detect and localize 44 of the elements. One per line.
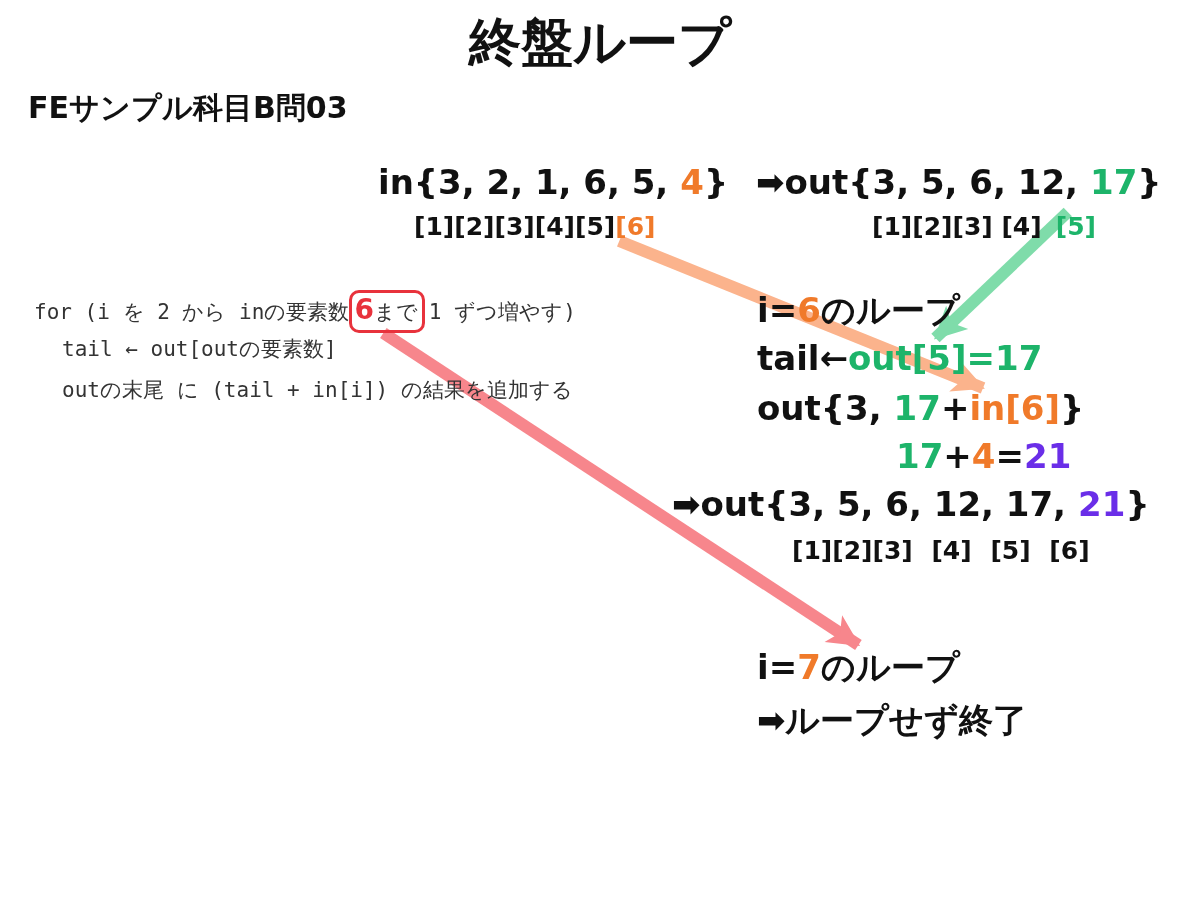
expression-text: i= — [757, 290, 798, 330]
highlight-box — [349, 290, 425, 333]
code-text: まで — [373, 299, 418, 326]
expression-text: + — [940, 388, 970, 428]
expression-text: ➡ループせず終了 — [757, 699, 1028, 742]
expression-text: in[6] — [969, 388, 1061, 428]
expression-text: ➡out{3, 5, 6, 12, — [756, 162, 1078, 202]
expression-text: = — [995, 436, 1024, 476]
expression-text: } — [1125, 484, 1150, 524]
index-text: [1][2][3][4][5] — [414, 212, 616, 241]
expression-text: 4 — [680, 162, 704, 202]
expression-text: 6 — [797, 290, 821, 330]
subtitle-text: FEサンプル科目B問03 — [28, 89, 348, 127]
expression-text: } — [703, 162, 729, 202]
expression-text: 21 — [1024, 436, 1072, 476]
expression-text: 7 — [797, 647, 821, 687]
code-text: tail ← out[outの要素数] — [62, 336, 337, 363]
expression-text: out{3, — [757, 388, 882, 428]
expression-text: } — [1060, 388, 1085, 428]
expression-text: tail← — [757, 338, 848, 378]
expression-text: 17 — [1090, 162, 1138, 202]
expression-text: 21 — [1078, 484, 1126, 524]
expression-text: out[5]=17 — [848, 338, 1043, 378]
index-text: [5] — [1055, 212, 1096, 241]
expression-text: 4 — [971, 436, 996, 476]
expression-text: 17 — [893, 388, 941, 428]
expression-text: 17 — [896, 436, 944, 476]
index-text: [6] — [615, 212, 656, 241]
arrow — [931, 207, 1072, 343]
index-text: [1][2][3] [4] — [872, 212, 1042, 241]
expression-text: + — [943, 436, 972, 476]
expression-text: i= — [757, 647, 798, 687]
arrow — [380, 328, 862, 650]
expression-text: } — [1137, 162, 1162, 202]
expression-text: のループ — [820, 289, 960, 332]
code-text: for (i を 2 から inの要素数 — [34, 299, 350, 326]
title-text: 終盤ループ — [467, 11, 734, 74]
arrow — [617, 235, 986, 394]
expression-text: in{3, 2, 1, 6, 5, — [378, 162, 669, 202]
highlighted-number: 6 — [354, 293, 374, 326]
index-text: [1][2][3] [4] [5] [6] — [792, 536, 1090, 565]
expression-text: のループ — [820, 646, 960, 689]
expression-text: ➡out{3, 5, 6, 12, 17, — [672, 484, 1067, 524]
code-text: 1 ずつ増やす) — [428, 299, 576, 326]
